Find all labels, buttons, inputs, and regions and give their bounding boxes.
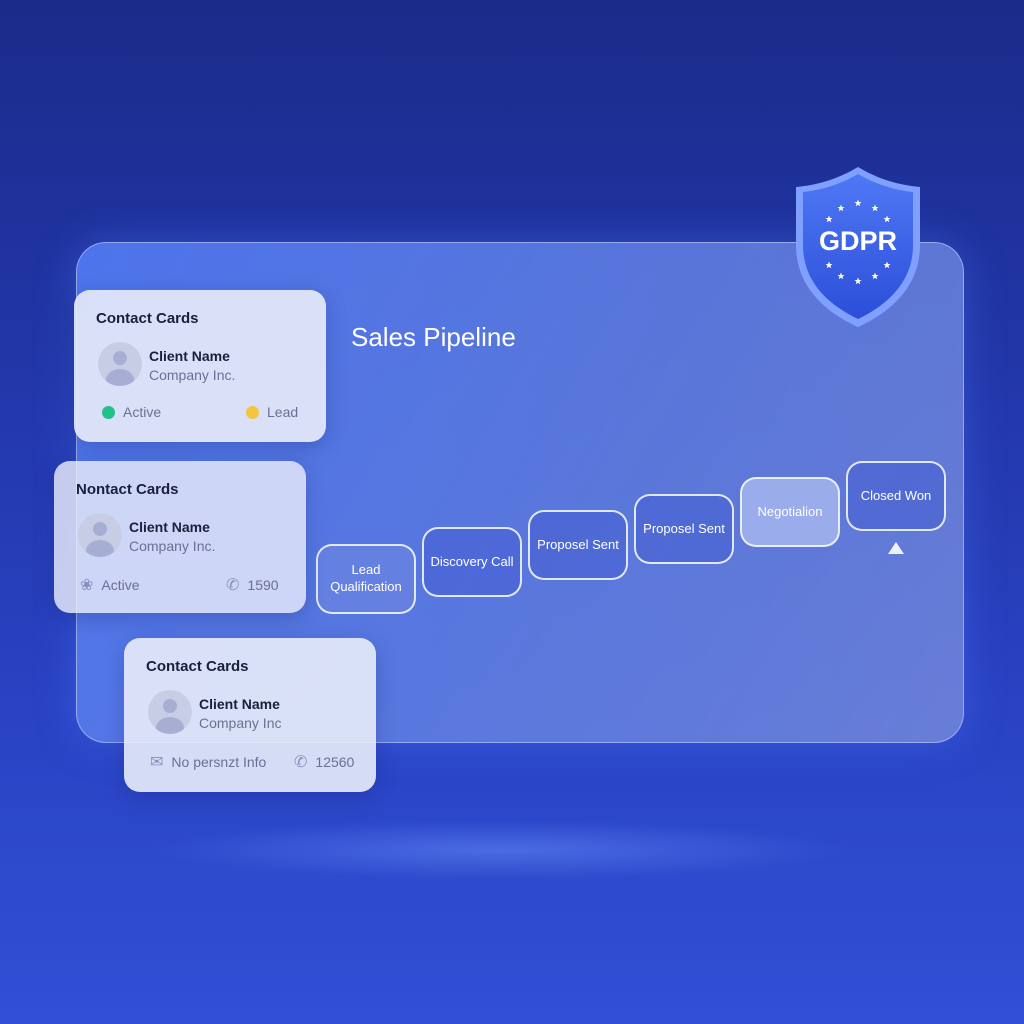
company-name: Company Inc	[199, 715, 282, 731]
background-glow	[150, 820, 850, 880]
users-icon: ❀	[80, 577, 94, 594]
status-active: Active	[123, 404, 162, 420]
status-active: Active	[101, 577, 140, 593]
client-name: Client Name	[129, 519, 210, 535]
avatar	[148, 690, 192, 734]
contact-card-1[interactable]: Contact Cards Client Name Company Inc. A…	[74, 290, 326, 442]
avatar	[78, 513, 122, 557]
card-heading: Nontact Cards	[76, 481, 179, 498]
phone-icon: ✆	[294, 754, 308, 771]
stage-negotiation[interactable]: Negotialion	[740, 477, 840, 547]
active-status-dot-icon	[102, 405, 115, 419]
stage-proposal-sent[interactable]: Proposel Sent	[528, 510, 628, 580]
lead-status-dot-icon	[246, 405, 259, 419]
mail-icon: ✉	[150, 754, 164, 771]
stage-discovery-call[interactable]: Discovery Call	[422, 527, 522, 597]
client-name: Client Name	[199, 696, 280, 712]
shield-icon	[796, 167, 920, 327]
page-title: Sales Pipeline	[351, 322, 516, 352]
client-name: Client Name	[149, 348, 230, 364]
gdpr-shield-badge: GDPR	[793, 165, 923, 329]
contact-card-3[interactable]: Contact Cards Client Name Company Inc ✉ N…	[124, 638, 376, 792]
gdpr-label: GDPR	[818, 226, 897, 256]
card-heading: Contact Cards	[146, 658, 249, 675]
triangle-marker-icon	[888, 542, 904, 554]
privacy-info: No persnzt Info	[171, 754, 267, 770]
status-lead: Lead	[267, 404, 299, 420]
phone-number: 12560	[315, 754, 355, 770]
phone-number: 1590	[247, 577, 279, 593]
contact-card-2[interactable]: Nontact Cards Client Name Company Inc. ❀…	[54, 461, 306, 613]
company-name: Company Inc.	[149, 367, 236, 383]
company-name: Company Inc.	[129, 538, 216, 554]
stage-proposal-sent-2[interactable]: Proposel Sent	[634, 494, 734, 564]
stage-lead-qualification[interactable]: Lead Qualification	[316, 544, 416, 614]
stage-closed-won[interactable]: Closed Won	[846, 461, 946, 531]
phone-icon: ✆	[226, 577, 240, 594]
avatar	[98, 342, 142, 386]
card-heading: Contact Cards	[96, 310, 199, 327]
